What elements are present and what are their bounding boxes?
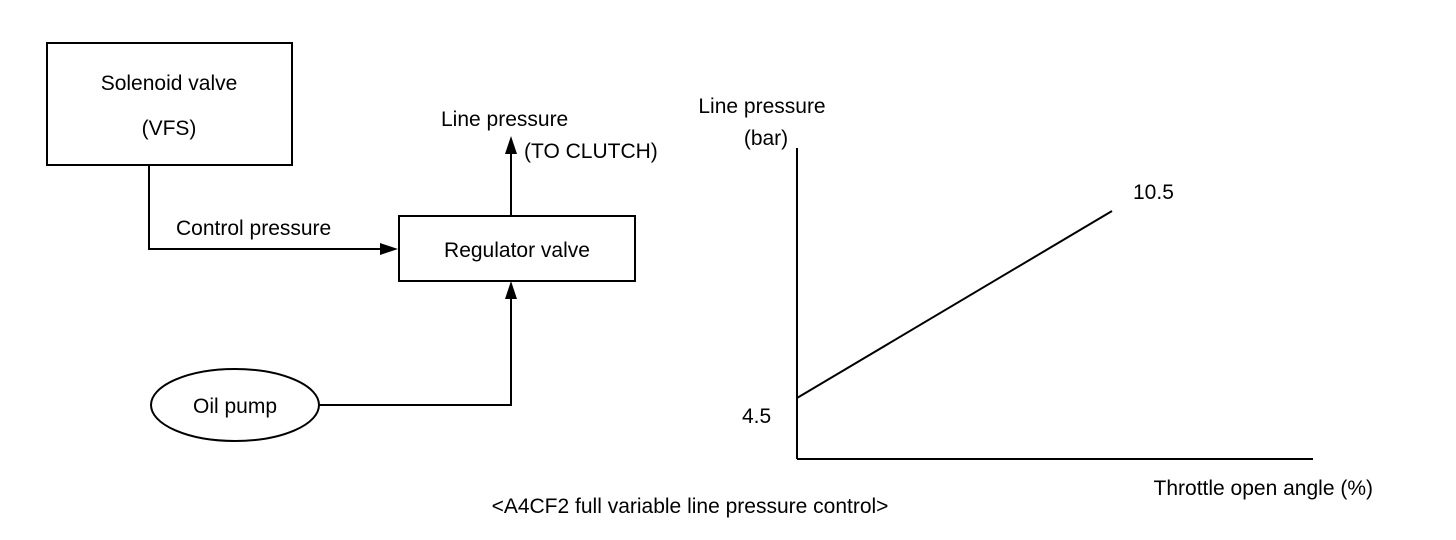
solenoid-valve-box: Solenoid valve (VFS): [46, 42, 293, 166]
regulator-valve-box: Regulator valve: [398, 215, 636, 282]
regulator-valve-label: Regulator valve: [444, 239, 590, 262]
flow-diagram: Solenoid valve (VFS) Control pressure Re…: [46, 42, 658, 442]
to-clutch-label: (TO CLUTCH): [524, 140, 658, 163]
solenoid-valve-type-label: (VFS): [142, 117, 197, 140]
oil-pump-feed-arrow: [319, 281, 517, 406]
x-axis-title: Throttle open angle (%): [1154, 477, 1373, 500]
solenoid-valve-label: Solenoid valve: [101, 72, 238, 95]
line-pressure-arrow: [505, 136, 517, 216]
y-axis-unit: (bar): [744, 127, 788, 150]
line-pressure-output-label: Line pressure: [441, 108, 568, 131]
line-pressure-series-line: [796, 210, 1113, 399]
control-pressure-label: Control pressure: [176, 217, 331, 240]
end-value-label: 10.5: [1133, 181, 1174, 204]
oil-pump-label: Oil pump: [193, 395, 277, 418]
oil-pump-node: Oil pump: [150, 368, 320, 442]
line-pressure-chart: Line pressure (bar) Throttle open angle …: [698, 95, 1373, 500]
control-pressure-arrow: [148, 165, 398, 255]
start-value-label: 4.5: [742, 405, 771, 428]
figure-caption: <A4CF2 full variable line pressure contr…: [492, 495, 889, 518]
y-axis-title: Line pressure: [698, 95, 825, 118]
